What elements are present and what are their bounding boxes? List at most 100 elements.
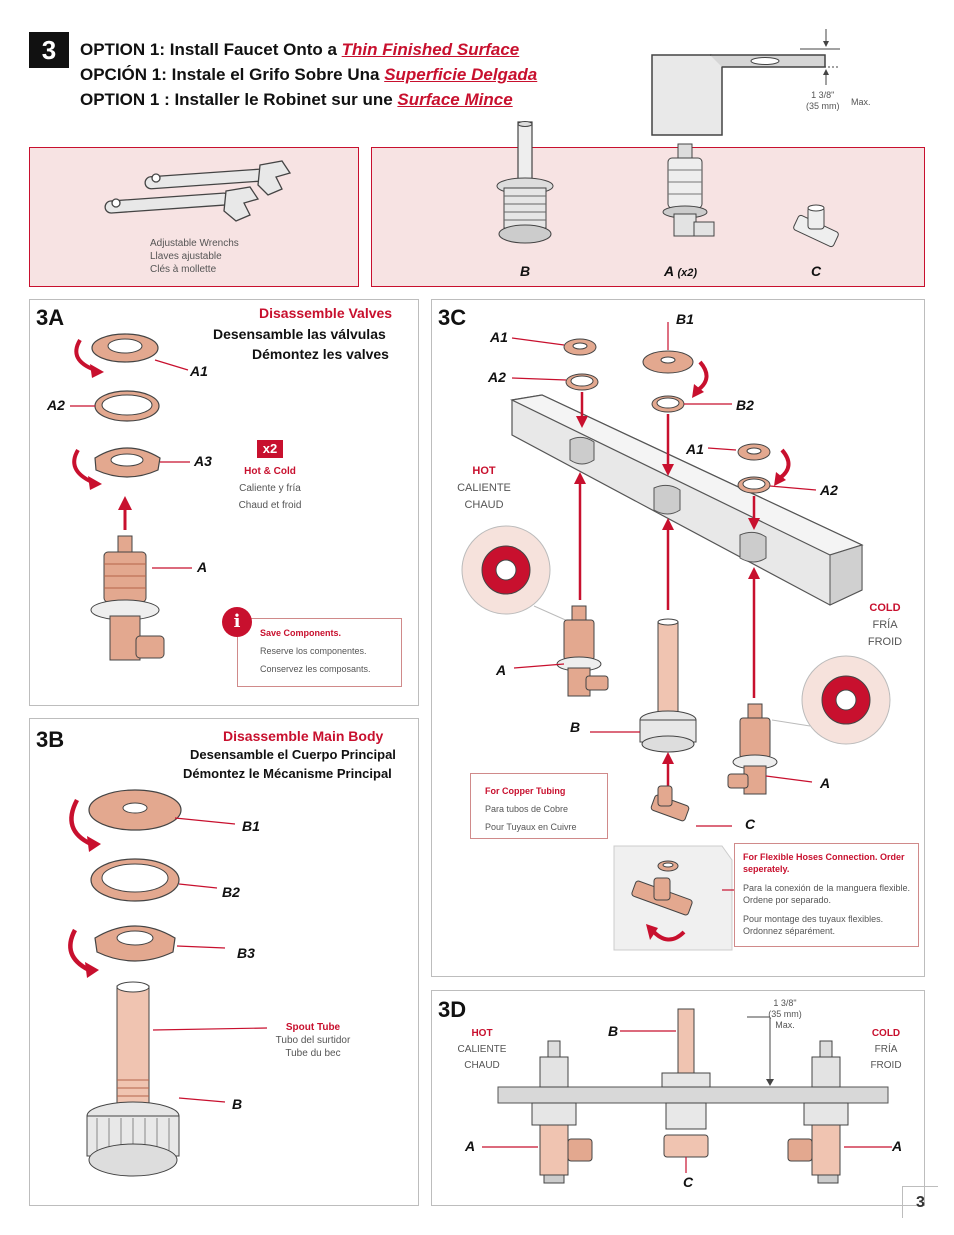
valve-part-a [662, 143, 715, 237]
panel-3a-title-en: Disassemble Valves [259, 305, 393, 321]
panel-3d-hot-label: HOT CALIENTE CHAUD [452, 1026, 512, 1074]
title-link-es: Superficie Delgada [384, 65, 538, 84]
panel-3d-thickness: 1 3/8" (35 mm) Max. [768, 998, 802, 1030]
tools-caption-fr: Clés à mollette [150, 264, 217, 275]
panel-3b-label: 3B [36, 727, 65, 752]
panel-3c-label: 3C [438, 305, 467, 330]
panel-3d-callout-b: B [608, 1023, 619, 1039]
flex-note-es: Para la conexión de la manguera flexible… [743, 883, 910, 905]
panel-3b-callout-b1: B1 [242, 818, 260, 834]
flexible-hose-note: For Flexible Hoses Connection. Order sep… [734, 843, 919, 947]
panel-3d-hot-es: CALIENTE [457, 1044, 507, 1055]
note-es: Reserve los componentes. [260, 646, 367, 656]
panel-3b-callout-b3: B3 [237, 945, 255, 961]
flex-note-fr: Pour montage des tuyaux flexibles. Ordon… [743, 914, 884, 936]
main-body-part-b [496, 121, 554, 244]
copper-tubing-note: For Copper Tubing Para tubos de Cobre Po… [470, 773, 608, 839]
panel-3b-exploded-body [68, 789, 268, 1177]
page-number: 3 [902, 1186, 938, 1218]
copper-note-es: Para tubos de Cobre [485, 804, 569, 814]
panel-3c-callout-b2: B2 [736, 397, 754, 413]
header-thickness-max: Max. [851, 97, 871, 107]
panel-3a-title-es: Desensamble las válvulas [213, 326, 386, 342]
title-line-fr: OPTION 1 : Installer le Robinet sur une … [80, 90, 513, 110]
qty-caption-en: Hot & Cold [244, 466, 296, 477]
surface-thickness-illustration [651, 29, 840, 136]
panel-3c-hot-label: HOT CALIENTE CHAUD [448, 463, 520, 514]
tools-panel [29, 147, 359, 287]
parts-label-a: A (x2) [664, 263, 698, 279]
tools-caption-en: Adjustable Wrenchs [150, 238, 239, 249]
panel-3c-callout-a2-left: A2 [488, 369, 506, 385]
panel-3a-callout-a2: A2 [47, 397, 65, 413]
panel-3d-assembled-diagram [482, 1008, 892, 1184]
panel-3a-callout-a3: A3 [194, 453, 212, 469]
flex-note-en: For Flexible Hoses Connection. Order sep… [743, 852, 905, 874]
panel-3c-cold-es: FRÍA [872, 619, 898, 631]
panel-3c-cold-label: COLD FRÍA FROID [855, 600, 915, 651]
panel-3c-hot-fr: CHAUD [464, 499, 504, 511]
panel-3b-title-en: Disassemble Main Body [223, 728, 384, 744]
panel-3a-label: 3A [36, 305, 65, 330]
spout-tube-caption: Spout Tube Tubo del surtidor Tube du bec [268, 1021, 358, 1060]
tools-caption-es: Llaves ajustable [150, 251, 222, 262]
title-prefix-fr: OPTION 1 : Installer le Robinet sur une [80, 90, 398, 109]
panel-3c-cold-fr: FROID [867, 636, 903, 648]
panel-3d-cold-en: COLD [871, 1028, 901, 1039]
title-line-es: OPCIÓN 1: Instale el Grifo Sobre Una Sup… [80, 65, 537, 85]
step-number: 3 [29, 32, 69, 68]
panel-3a-title-fr: Démontez les valves [252, 346, 389, 362]
title-link-fr: Surface Mince [397, 90, 513, 109]
note-en: Save Components. [260, 628, 342, 638]
panel-3d-hot-en: HOT [471, 1028, 493, 1039]
panel-3c-callout-b: B [570, 719, 581, 735]
panel-3d-hot-fr: CHAUD [464, 1060, 500, 1071]
spout-caption-en: Spout Tube [285, 1022, 341, 1033]
qty-caption: Hot & Cold Caliente y fría Chaud et froi… [210, 463, 330, 514]
panel-3c-callout-a1-right: A1 [686, 441, 704, 457]
save-components-note: Save Components. Reserve los componentes… [237, 618, 402, 687]
note-fr: Conservez les composants. [260, 664, 371, 674]
panel-3d-callout-c: C [683, 1174, 694, 1190]
title-prefix-es: OPCIÓN 1: Instale el Grifo Sobre Una [80, 65, 385, 84]
tools-caption: Adjustable Wrenchs Llaves ajustable Clés… [150, 237, 239, 276]
panel-3c-callout-c: C [745, 816, 756, 832]
panel-3b-title-fr: Démontez le Mécanisme Principal [183, 766, 392, 781]
panel-3b-title-es: Desensamble el Cuerpo Principal [190, 747, 396, 762]
info-icon: i [222, 607, 252, 637]
header-thickness-value: 1 3/8"(35 mm) [806, 90, 840, 111]
panel-3c-cold-en: COLD [869, 602, 901, 614]
panel-3a-exploded-valve [70, 333, 192, 661]
spout-caption-es: Tubo del surtidor [275, 1035, 351, 1046]
panel-3d-cold-es: FRÍA [874, 1044, 898, 1055]
tee-fitting-part-c [793, 204, 839, 248]
panel-3a-callout-a1: A1 [190, 363, 208, 379]
copper-note-fr: Pour Tuyaux en Cuivre [485, 822, 577, 832]
panel-3a-callout-a: A [197, 559, 208, 575]
title-prefix-en: OPTION 1: Install Faucet Onto a [80, 40, 342, 59]
panel-3d-cold-label: COLD FRÍA FROID [862, 1026, 910, 1074]
parts-label-c: C [811, 263, 822, 279]
panel-3d-callout-a-left: A [465, 1138, 476, 1154]
panel-3c-callout-b1: B1 [676, 311, 694, 327]
title-line-en: OPTION 1: Install Faucet Onto a Thin Fin… [80, 40, 519, 60]
qty-badge: x2 [257, 440, 283, 458]
adjustable-wrench-icon [104, 160, 292, 222]
panel-3d-cold-fr: FROID [870, 1060, 902, 1071]
panel-3c-callout-a1-left: A1 [490, 329, 508, 345]
qty-caption-es: Caliente y fría [239, 483, 301, 494]
panel-3c-hot-es: CALIENTE [457, 482, 511, 494]
spout-caption-fr: Tube du bec [285, 1048, 341, 1059]
panel-3d-callout-a-right: A [892, 1138, 903, 1154]
parts-panel [371, 147, 925, 287]
panel-3d-label: 3D [438, 997, 467, 1022]
panel-3c-hot-en: HOT [472, 465, 496, 477]
panel-3c-installation-diagram [461, 322, 891, 951]
title-link-en: Thin Finished Surface [341, 40, 520, 59]
panel-3c-callout-a-right: A [820, 775, 831, 791]
qty-caption-fr: Chaud et froid [238, 500, 302, 511]
panel-3c-callout-a2-right: A2 [820, 482, 838, 498]
panel-3c-callout-a-left: A [496, 662, 507, 678]
panel-3b-callout-b2: B2 [222, 884, 240, 900]
parts-label-b: B [520, 263, 531, 279]
